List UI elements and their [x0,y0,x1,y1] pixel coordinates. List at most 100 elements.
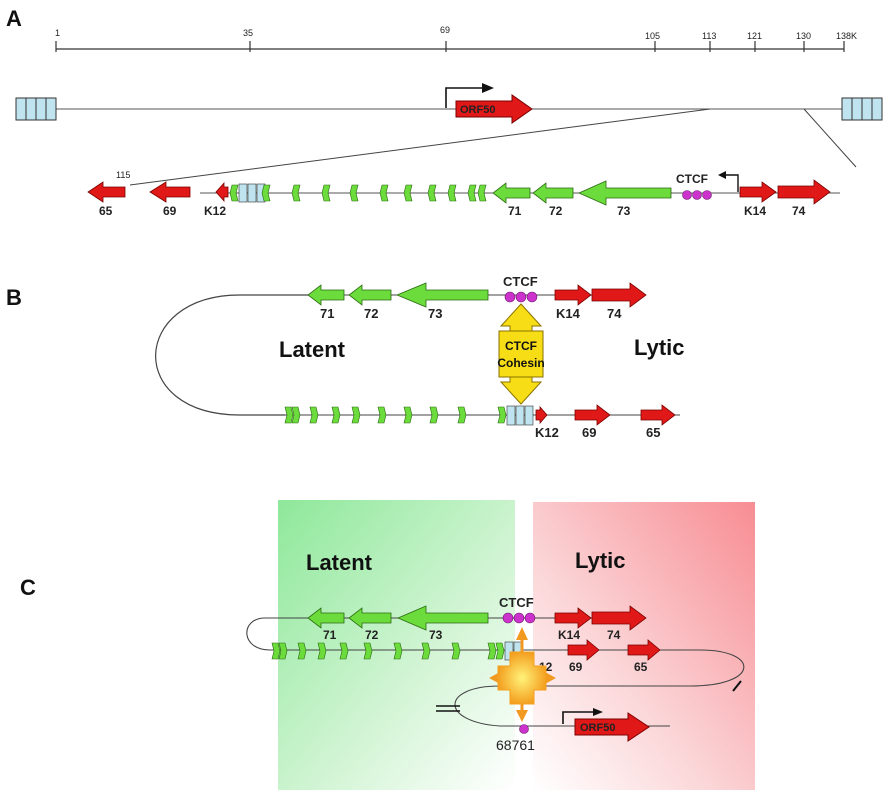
repeat-arrow [297,642,307,660]
gene-72 [348,607,392,629]
gene-k14-label: K14 [744,204,766,218]
repeat-arrow [309,406,319,424]
panel-c-label: C [20,575,36,600]
promoter-arrow [722,174,739,192]
ctcf-site [515,291,527,303]
scale-bar: 1 35 69 105 113 121 130 138K [55,25,857,52]
repeat-box [247,183,257,203]
ctcf-site [702,190,712,200]
site-68761-marker [519,724,529,734]
repeat-arrow [447,184,457,202]
ctcf-label: CTCF [503,274,538,289]
cohesin-label-line1: CTCF [505,339,537,353]
gene-73-label: 73 [617,204,631,218]
gene-65 [87,181,126,203]
gene-72-label: 72 [365,628,379,642]
gene-73 [395,282,489,308]
repeat-arrow [429,406,439,424]
tick-label: 113 [702,31,716,41]
gene-73-label: 73 [429,628,443,642]
gene-69-label: 69 [582,425,596,440]
ctcf-site [502,612,514,624]
ctcf-label: CTCF [499,595,534,610]
repeat-arrow [379,184,389,202]
gene-72 [532,182,574,204]
gene-71-label: 71 [320,306,334,321]
panel-b-label: B [6,285,22,310]
ctcf-site [513,612,525,624]
gene-65 [627,639,661,661]
gene-71 [492,182,531,204]
repeat-arrow [349,184,359,202]
gene-65-label: 65 [634,660,648,674]
gene-69-label: 69 [569,660,583,674]
repeat-arrow [393,642,403,660]
repeat-arrow [321,184,331,202]
ctcf-site [524,612,536,624]
ctcf-cohesin-box [498,330,544,378]
gene-k14-label: K14 [556,306,581,321]
gene-74 [591,605,647,631]
repeat-arrow [403,406,413,424]
gene-71 [307,284,345,306]
gene-74-label: 74 [607,628,621,642]
tick-label: 138K [836,31,857,41]
repeat-arrow [477,184,487,202]
ctcf-site [692,190,702,200]
gene-k12 [535,405,548,425]
gene-k12 [215,181,229,203]
repeat-arrow [427,184,437,202]
zoom-line-right [803,108,857,168]
interaction-cross [489,627,556,722]
tick-label: 35 [243,28,253,38]
promoter-arrow [445,87,488,108]
repeat-arrow [339,642,349,660]
repeat-arrow [457,406,467,424]
gene-65-label: 65 [99,204,113,218]
repeat-arrow [403,184,413,202]
repeat-arrow [467,184,477,202]
gene-69 [574,404,611,426]
gene-k14 [739,181,777,203]
gene-69-label: 69 [163,204,177,218]
latent-label: Latent [279,337,346,362]
repeat-arrow [351,406,361,424]
terminal-repeat-left [15,97,57,121]
gene-72 [348,284,392,306]
promoter-arrowhead [718,171,726,179]
cohesin-label-line2: Cohesin [497,356,544,370]
tick-label: 69 [440,25,450,35]
repeat-box [506,405,516,426]
repeat-box [504,641,514,661]
loop-line [155,294,310,416]
repeat-arrow [487,642,497,660]
loop-line [246,617,271,651]
repeat-arrow [261,184,271,202]
gene-k14 [554,284,592,306]
repeat-arrow [377,406,387,424]
repeat-arrow [363,642,373,660]
gene-k12-label: K12 [535,425,559,440]
promoter-arrowhead [593,708,603,716]
repeat-arrow [495,642,505,660]
repeat-arrow [229,184,239,202]
orf50-gene [574,712,650,742]
gene-65 [640,404,676,426]
ctcf-site [504,291,516,303]
latent-label: Latent [306,550,373,575]
repeat-arrow [421,642,431,660]
repeat-arrow [317,642,327,660]
repeat-box [238,183,248,203]
tick-label: 121 [747,31,762,41]
orf50-label: ORF50 [580,722,615,734]
orf50-label: ORF50 [460,104,495,116]
terminal-repeat-right [841,97,883,121]
coordinate-115: 115 [116,170,130,180]
repeat-arrow [278,642,288,660]
gene-72-label: 72 [364,306,378,321]
gene-73-label: 73 [428,306,442,321]
gene-71 [307,607,345,629]
promoter-arrow [562,711,598,724]
